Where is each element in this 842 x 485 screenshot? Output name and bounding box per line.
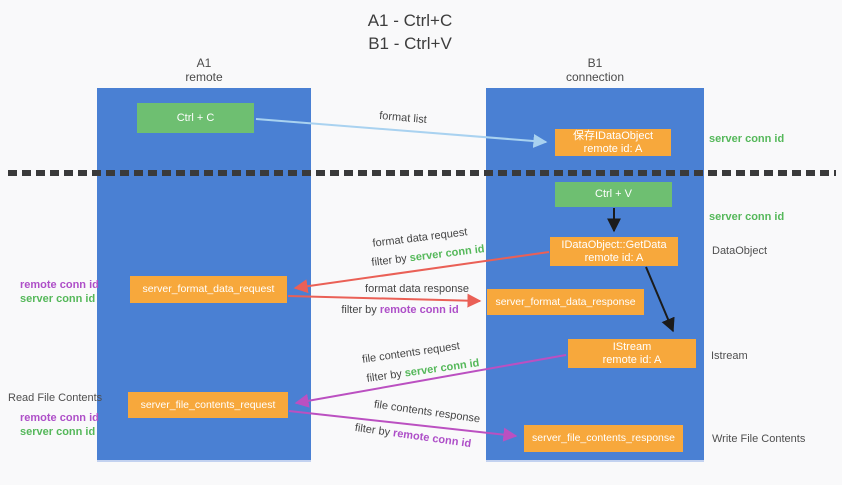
filter-by-remote-conn-id-label-1: filter by remote conn id: [341, 304, 458, 316]
lane-b1-role: connection: [565, 70, 625, 84]
idataobject-getdata-box: IDataObject::GetData remote id: A: [550, 237, 678, 266]
server-format-data-request-box: server_format_data_request: [130, 276, 287, 303]
filter-by-remote-conn-id-label-2: filter by remote conn id: [354, 422, 472, 450]
server-conn-id-annotation-left-1: server conn id: [20, 293, 96, 305]
server-conn-id-annotation-top: server conn id: [709, 133, 785, 145]
title-line-b1: B1 - Ctrl+V: [368, 34, 452, 53]
remote-conn-id-annotation-left-1: remote conn id: [20, 279, 99, 291]
filter-by-text: filter by: [370, 252, 411, 269]
istream-box: IStream remote id: A: [568, 339, 696, 368]
read-file-contents-annotation: Read File Contents: [8, 392, 103, 404]
remote-conn-id-text: remote conn id: [379, 304, 459, 316]
format-data-response-arrow: [287, 293, 482, 308]
server-format-data-request-label: server_format_data_request: [142, 283, 275, 295]
lane-a1-role: remote: [185, 70, 223, 84]
diagram-title: A1 - Ctrl+C B1 - Ctrl+V: [0, 9, 820, 55]
file-contents-response-label: file contents response: [373, 398, 481, 426]
lane-a1-name: A1: [196, 56, 212, 70]
lane-header-a1: A1 remote: [144, 56, 264, 84]
server-conn-id-text: server conn id: [409, 243, 486, 265]
getdata-line1: IDataObject::GetData: [561, 238, 667, 251]
server-file-contents-request-box: server_file_contents_request: [128, 392, 288, 418]
lane-b1-name: B1: [587, 56, 603, 70]
istream-annotation: Istream: [711, 350, 748, 362]
filter-by-text: filter by: [365, 367, 406, 385]
getdata-line2: remote id: A: [584, 251, 644, 264]
title-line-a1: A1 - Ctrl+C: [367, 11, 453, 30]
remote-conn-id-annotation-left-2: remote conn id: [20, 412, 99, 424]
ctrl-v-label: Ctrl + V: [595, 188, 632, 200]
format-data-response-label: format data response: [365, 283, 469, 295]
istream-line1: IStream: [612, 340, 652, 353]
server-conn-id-annotation-left-2: server conn id: [20, 426, 96, 438]
filter-by-text: filter by: [354, 421, 394, 440]
server-conn-id-annotation-mid: server conn id: [709, 211, 785, 223]
ctrl-c-box: Ctrl + C: [137, 103, 254, 133]
filter-by-text: filter by: [341, 304, 380, 316]
server-format-data-response-box: server_format_data_response: [487, 289, 644, 315]
lane-header-b1: B1 connection: [535, 56, 655, 84]
server-file-contents-response-label: server_file_contents_response: [531, 432, 675, 444]
save-idataobject-line2: remote id: A: [583, 142, 643, 155]
save-idataobject-line1: 保存IDataObject: [572, 129, 654, 142]
istream-line2: remote id: A: [602, 353, 662, 366]
server-file-contents-request-label: server_file_contents_request: [140, 398, 276, 411]
dataobject-annotation: DataObject: [712, 245, 768, 257]
ctrl-c-label: Ctrl + C: [176, 111, 215, 124]
remote-conn-id-text: remote conn id: [392, 427, 472, 451]
machine-boundary-dotted-line: [8, 170, 836, 176]
ctrl-v-box: Ctrl + V: [555, 182, 672, 207]
write-file-contents-annotation: Write File Contents: [712, 433, 806, 445]
server-format-data-response-label: server_format_data_response: [495, 295, 636, 308]
format-list-label: format list: [378, 109, 428, 127]
server-conn-id-text: server conn id: [403, 357, 481, 380]
save-idataobject-box: 保存IDataObject remote id: A: [555, 129, 671, 156]
server-file-contents-response-box: server_file_contents_response: [524, 425, 683, 452]
